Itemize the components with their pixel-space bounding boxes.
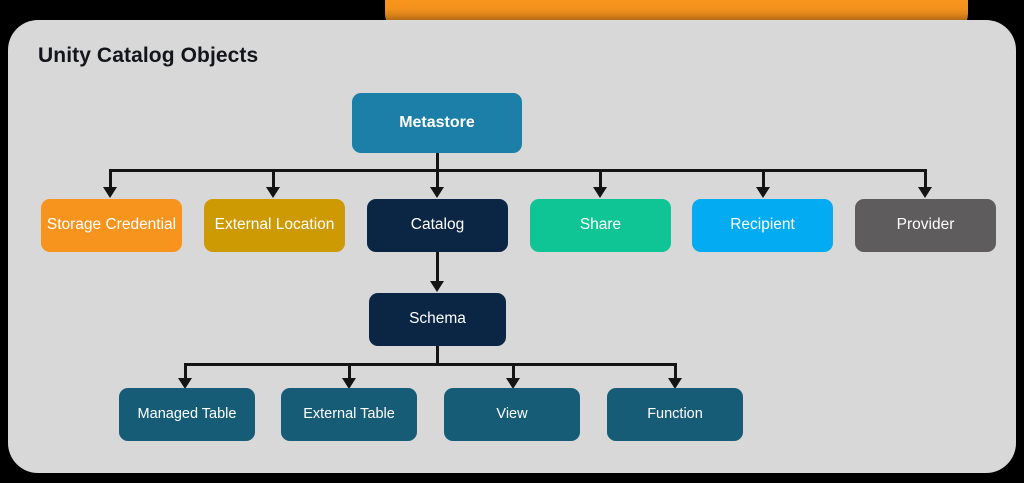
arrowhead-external-table <box>342 378 356 389</box>
connector-drop-view <box>512 363 515 379</box>
connector-drop-catalog <box>436 169 439 188</box>
node-catalog[interactable]: Catalog <box>367 199 508 252</box>
connector-drop-recipient <box>762 169 765 188</box>
node-view[interactable]: View <box>444 388 580 441</box>
node-storage-credential[interactable]: Storage Credential <box>41 199 182 252</box>
connector-drop-function <box>674 363 677 379</box>
connector-drop-share <box>599 169 602 188</box>
node-share[interactable]: Share <box>530 199 671 252</box>
arrowhead-share <box>593 187 607 198</box>
node-function[interactable]: Function <box>607 388 743 441</box>
arrowhead-catalog <box>430 187 444 198</box>
node-recipient[interactable]: Recipient <box>692 199 833 252</box>
arrowhead-external-location <box>266 187 280 198</box>
arrowhead-view <box>506 378 520 389</box>
connector-metastore-stem <box>436 153 439 170</box>
node-provider[interactable]: Provider <box>855 199 996 252</box>
connector-drop-external-location <box>272 169 275 188</box>
connector-drop-storage-credential <box>109 169 112 188</box>
arrowhead-recipient <box>756 187 770 198</box>
node-external-table[interactable]: External Table <box>281 388 417 441</box>
node-metastore[interactable]: Metastore <box>352 93 522 153</box>
connector-level4-bus <box>184 363 676 366</box>
page-title: Unity Catalog Objects <box>38 44 259 67</box>
connector-schema-stem <box>436 346 439 364</box>
arrowhead-provider <box>918 187 932 198</box>
arrowhead-managed-table <box>178 378 192 389</box>
connector-drop-external-table <box>348 363 351 379</box>
node-external-location[interactable]: External Location <box>204 199 345 252</box>
connector-catalog-to-schema <box>436 252 439 282</box>
arrowhead-function <box>668 378 682 389</box>
connector-drop-provider <box>924 169 927 188</box>
connector-level2-bus <box>109 169 927 172</box>
arrowhead-storage-credential <box>103 187 117 198</box>
node-managed-table[interactable]: Managed Table <box>119 388 255 441</box>
node-schema[interactable]: Schema <box>369 293 506 346</box>
connector-drop-managed-table <box>184 363 187 379</box>
arrowhead-schema <box>430 281 444 292</box>
